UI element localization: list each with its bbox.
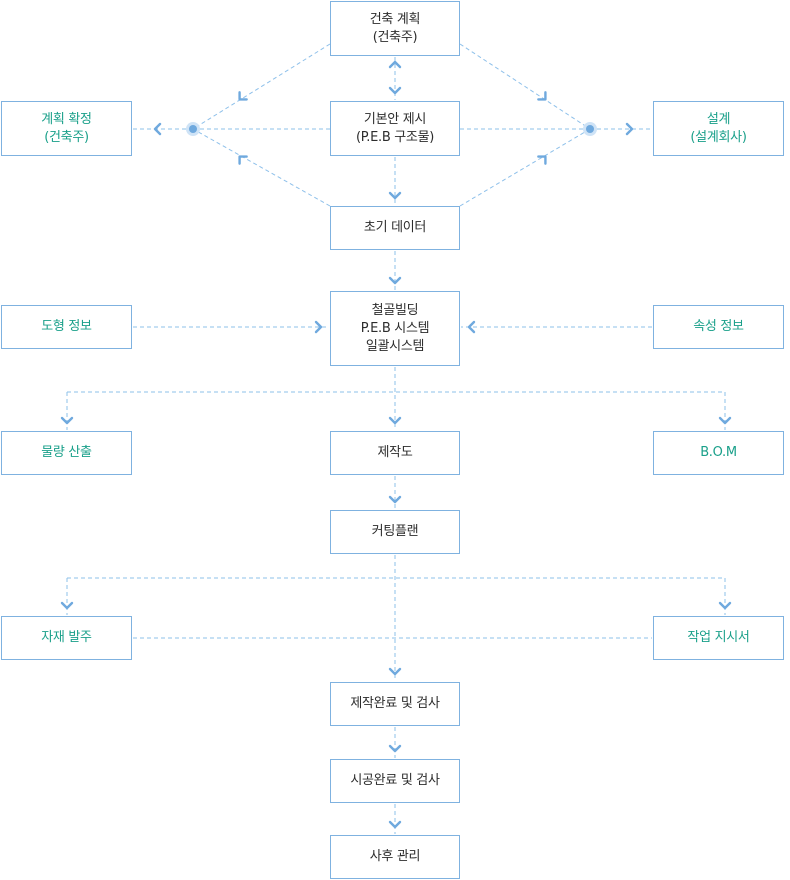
node-construction-inspection: 시공완료 및 검사 [330, 759, 460, 803]
arrow-into-design [625, 122, 634, 136]
node-production-inspection: 제작완료 및 검사 [330, 682, 460, 726]
node-design-line-1: 설계 [706, 111, 731, 127]
arrow-into-work [718, 601, 732, 610]
arrow-into-confirm [153, 122, 162, 136]
arrow-up-into-plan [388, 60, 402, 69]
node-attr-info: 속성 정보 [653, 305, 784, 349]
node-quantity-line-1: 물량 산출 [41, 445, 92, 460]
node-construction-inspection-line-1: 시공완료 및 검사 [350, 773, 440, 788]
node-bom-line-1: B.O.M [700, 445, 737, 460]
arrow-plan-left [238, 91, 248, 101]
node-drawing: 제작도 [330, 431, 460, 475]
arrow-into-production [388, 667, 402, 676]
node-steel-building-line-2: P.E.B 시스템 [360, 320, 430, 336]
node-shape-info-line-1: 도형 정보 [41, 319, 92, 334]
node-quantity: 물량 산출 [1, 431, 132, 475]
arrow-into-bom [718, 416, 732, 425]
node-cutting-plan: 커팅플랜 [330, 510, 460, 554]
node-work-order: 작업 지시서 [653, 616, 784, 660]
junction-dot-right [583, 122, 597, 136]
node-cutting-plan-line-1: 커팅플랜 [371, 524, 419, 539]
arrow-initial-right [537, 155, 547, 165]
node-drawing-line-1: 제작도 [377, 445, 413, 460]
node-initial-data: 초기 데이터 [330, 206, 460, 250]
arrow-into-drawing [388, 416, 402, 425]
node-material-order-line-1: 자재 발주 [41, 630, 92, 645]
node-maintenance: 사후 관리 [330, 835, 460, 879]
node-plan-confirm-line-2: (건축주) [44, 129, 89, 145]
node-steel-building-line-1: 철골빌딩 [371, 302, 419, 318]
node-steel-building-line-3: 일괄시스템 [365, 338, 425, 354]
arrow-into-construction [388, 744, 402, 753]
connector-initial-to-left-dot [192, 128, 331, 207]
arrow-into-quantity [60, 416, 74, 425]
arrow-attr-into-steel [467, 320, 476, 334]
connector-plan-to-left-dot [192, 43, 331, 130]
node-shape-info: 도형 정보 [1, 305, 132, 349]
arrow-into-steel [388, 276, 402, 285]
node-maintenance-line-1: 사후 관리 [369, 849, 421, 864]
connector-plan-to-right-dot [459, 43, 591, 130]
node-plan-confirm-line-1: 계획 확정 [41, 111, 92, 127]
node-initial-data-line-1: 초기 데이터 [363, 220, 427, 235]
node-work-order-line-1: 작업 지시서 [687, 630, 750, 645]
node-bom: B.O.M [653, 431, 784, 475]
node-plan-line-1: 건축 계획 [369, 11, 421, 27]
arrow-shape-into-steel [314, 320, 323, 334]
junction-dot-left [186, 122, 200, 136]
arrow-into-cutting [388, 495, 402, 504]
node-basic-proposal-line-2: (P.E.B 구조물) [355, 129, 435, 145]
node-steel-building: 철골빌딩 P.E.B 시스템 일괄시스템 [330, 291, 460, 366]
arrow-into-material [60, 601, 74, 610]
arrow-down-into-initial [388, 191, 402, 200]
arrow-plan-right [537, 91, 547, 101]
node-attr-info-line-1: 속성 정보 [693, 319, 744, 334]
node-material-order: 자재 발주 [1, 616, 132, 660]
node-basic-proposal-line-1: 기본안 제시 [363, 111, 427, 127]
node-plan-confirm: 계획 확정 (건축주) [1, 101, 132, 156]
arrow-down-into-basic [388, 86, 402, 95]
node-design: 설계 (설계회사) [653, 101, 784, 156]
node-production-inspection-line-1: 제작완료 및 검사 [350, 696, 440, 711]
connector-initial-to-right-dot [459, 128, 591, 207]
node-design-line-2: (설계회사) [690, 129, 747, 145]
node-plan: 건축 계획 (건축주) [330, 1, 460, 56]
arrow-into-maintenance [388, 820, 402, 829]
node-plan-line-2: (건축주) [372, 29, 418, 45]
arrow-initial-left [238, 155, 248, 165]
node-basic-proposal: 기본안 제시 (P.E.B 구조물) [330, 101, 460, 156]
